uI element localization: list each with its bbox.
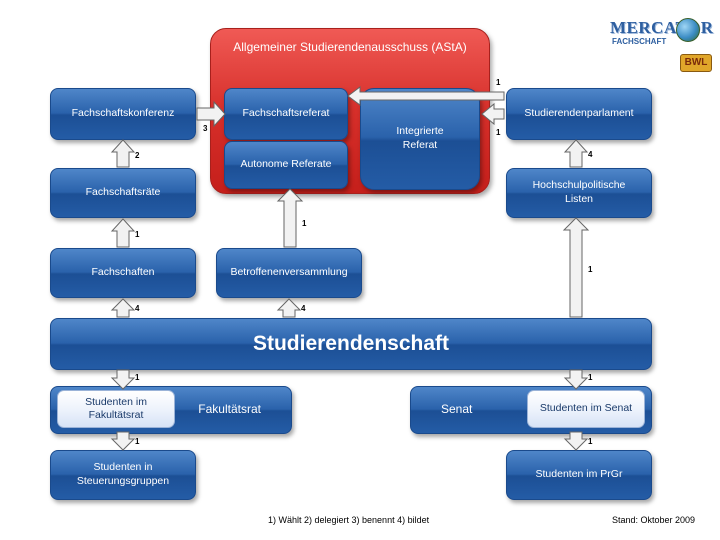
studierendenparlament-label: Studierendenparlament	[524, 107, 634, 120]
label-schaft-to-hl: 1	[588, 265, 593, 274]
arrow-raete-to-konferenz	[110, 139, 136, 168]
arrow-fk-to-fr	[196, 100, 226, 128]
studenten-im-senat-box[interactable]: Studenten im Senat	[527, 390, 645, 428]
label-fachschaften-to-raete: 1	[135, 230, 140, 239]
betroffenenversammlung-label: Betroffenenversammlung	[230, 266, 348, 279]
fachschaftsraete-box[interactable]: Fachschaftsräte	[50, 168, 196, 218]
integrierte-referat-box[interactable]: Integrierte Referat	[360, 88, 480, 190]
arrow-fachschaften-to-raete	[110, 218, 136, 248]
legend-text: 1) Wählt 2) delegiert 3) benennt 4) bild…	[268, 515, 430, 525]
studenten-im-prgr-box[interactable]: Studenten im PrGr	[506, 450, 652, 500]
studierendenschaft-box[interactable]: Studierendenschaft	[50, 318, 652, 370]
logo-badge: BWL	[680, 54, 712, 72]
hochschulpolitische-listen-label: Hochschulpolitische Listen	[532, 179, 626, 205]
arrow-fkr-to-stg	[110, 431, 136, 451]
fachschaftskonferenz-label: Fachschaftskonferenz	[71, 107, 175, 120]
fachschaften-label: Fachschaften	[91, 266, 155, 279]
studenten-im-prgr-label: Studenten im PrGr	[535, 468, 623, 481]
label-fkr-to-stg: 1	[135, 437, 140, 446]
label-schaft-to-bv: 4	[301, 304, 306, 313]
arrow-bv-to-autonome	[276, 188, 304, 248]
arrow-schaft-to-fachschaften	[110, 298, 136, 318]
betroffenenversammlung-box[interactable]: Betroffenenversammlung	[216, 248, 362, 298]
hochschulpolitische-listen-box[interactable]: Hochschulpolitische Listen	[506, 168, 652, 218]
senat-label: Senat	[441, 402, 473, 417]
asta-title: Allgemeiner Studierendenausschuss (AStA)	[233, 40, 467, 54]
label-schaft-to-fkr: 1	[135, 373, 140, 382]
integrierte-referat-label: Integrierte Referat	[396, 125, 444, 151]
label-schaft-to-senat: 1	[588, 373, 593, 382]
label-raete-to-konferenz: 2	[135, 151, 140, 160]
label-fk-to-fr: 3	[203, 124, 208, 133]
arrow-sp-to-integrierte	[481, 102, 505, 126]
arrow-senat-to-prgr	[563, 431, 589, 451]
autonome-referate-label: Autonome Referate	[240, 158, 332, 171]
fachschaftsreferat-label: Fachschaftsreferat	[242, 107, 330, 120]
studenten-im-senat-label: Studenten im Senat	[539, 402, 633, 415]
arrow-hl-to-sp	[563, 139, 589, 168]
studenten-im-fakultaetsrat-label: Studenten im Fakultätsrat	[85, 395, 147, 421]
label-hl-to-sp: 4	[588, 150, 593, 159]
fakultaetsrat-label: Fakultätsrat	[198, 402, 261, 417]
fachschaftskonferenz-box[interactable]: Fachschaftskonferenz	[50, 88, 196, 140]
studierendenparlament-box[interactable]: Studierendenparlament	[506, 88, 652, 140]
fachschaftsraete-label: Fachschaftsräte	[85, 186, 161, 199]
arrow-schaft-to-fkr	[110, 369, 136, 390]
arrow-sp-to-fachschaftsreferat	[347, 86, 505, 106]
studenten-in-steuerungsgruppen-label: Studenten in Steuerungsgruppen	[76, 461, 170, 487]
arrow-schaft-to-hl	[562, 217, 590, 318]
autonome-referate-box[interactable]: Autonome Referate	[224, 141, 348, 189]
studenten-im-fakultaetsrat-box[interactable]: Studenten im Fakultätsrat	[57, 390, 175, 428]
fachschaften-box[interactable]: Fachschaften	[50, 248, 196, 298]
label-bv-to-autonome: 1	[302, 219, 307, 228]
label-sp-to-asta-top: 1	[496, 78, 501, 87]
label-senat-to-prgr: 1	[588, 437, 593, 446]
stand-text: Stand: Oktober 2009	[612, 515, 696, 525]
label-schaft-to-fachschaften: 4	[135, 304, 140, 313]
logo-subtitle: Fachschaft	[612, 37, 667, 46]
studierendenschaft-label: Studierendenschaft	[252, 332, 450, 356]
arrow-schaft-to-bv	[276, 298, 302, 318]
fachschaftsreferat-box[interactable]: Fachschaftsreferat	[224, 88, 348, 140]
mercator-logo: Mercator Fachschaft BWL	[610, 14, 713, 76]
label-sp-to-asta-bottom: 1	[496, 128, 501, 137]
logo-globe-icon	[676, 18, 700, 42]
arrow-schaft-to-senat	[563, 369, 589, 390]
